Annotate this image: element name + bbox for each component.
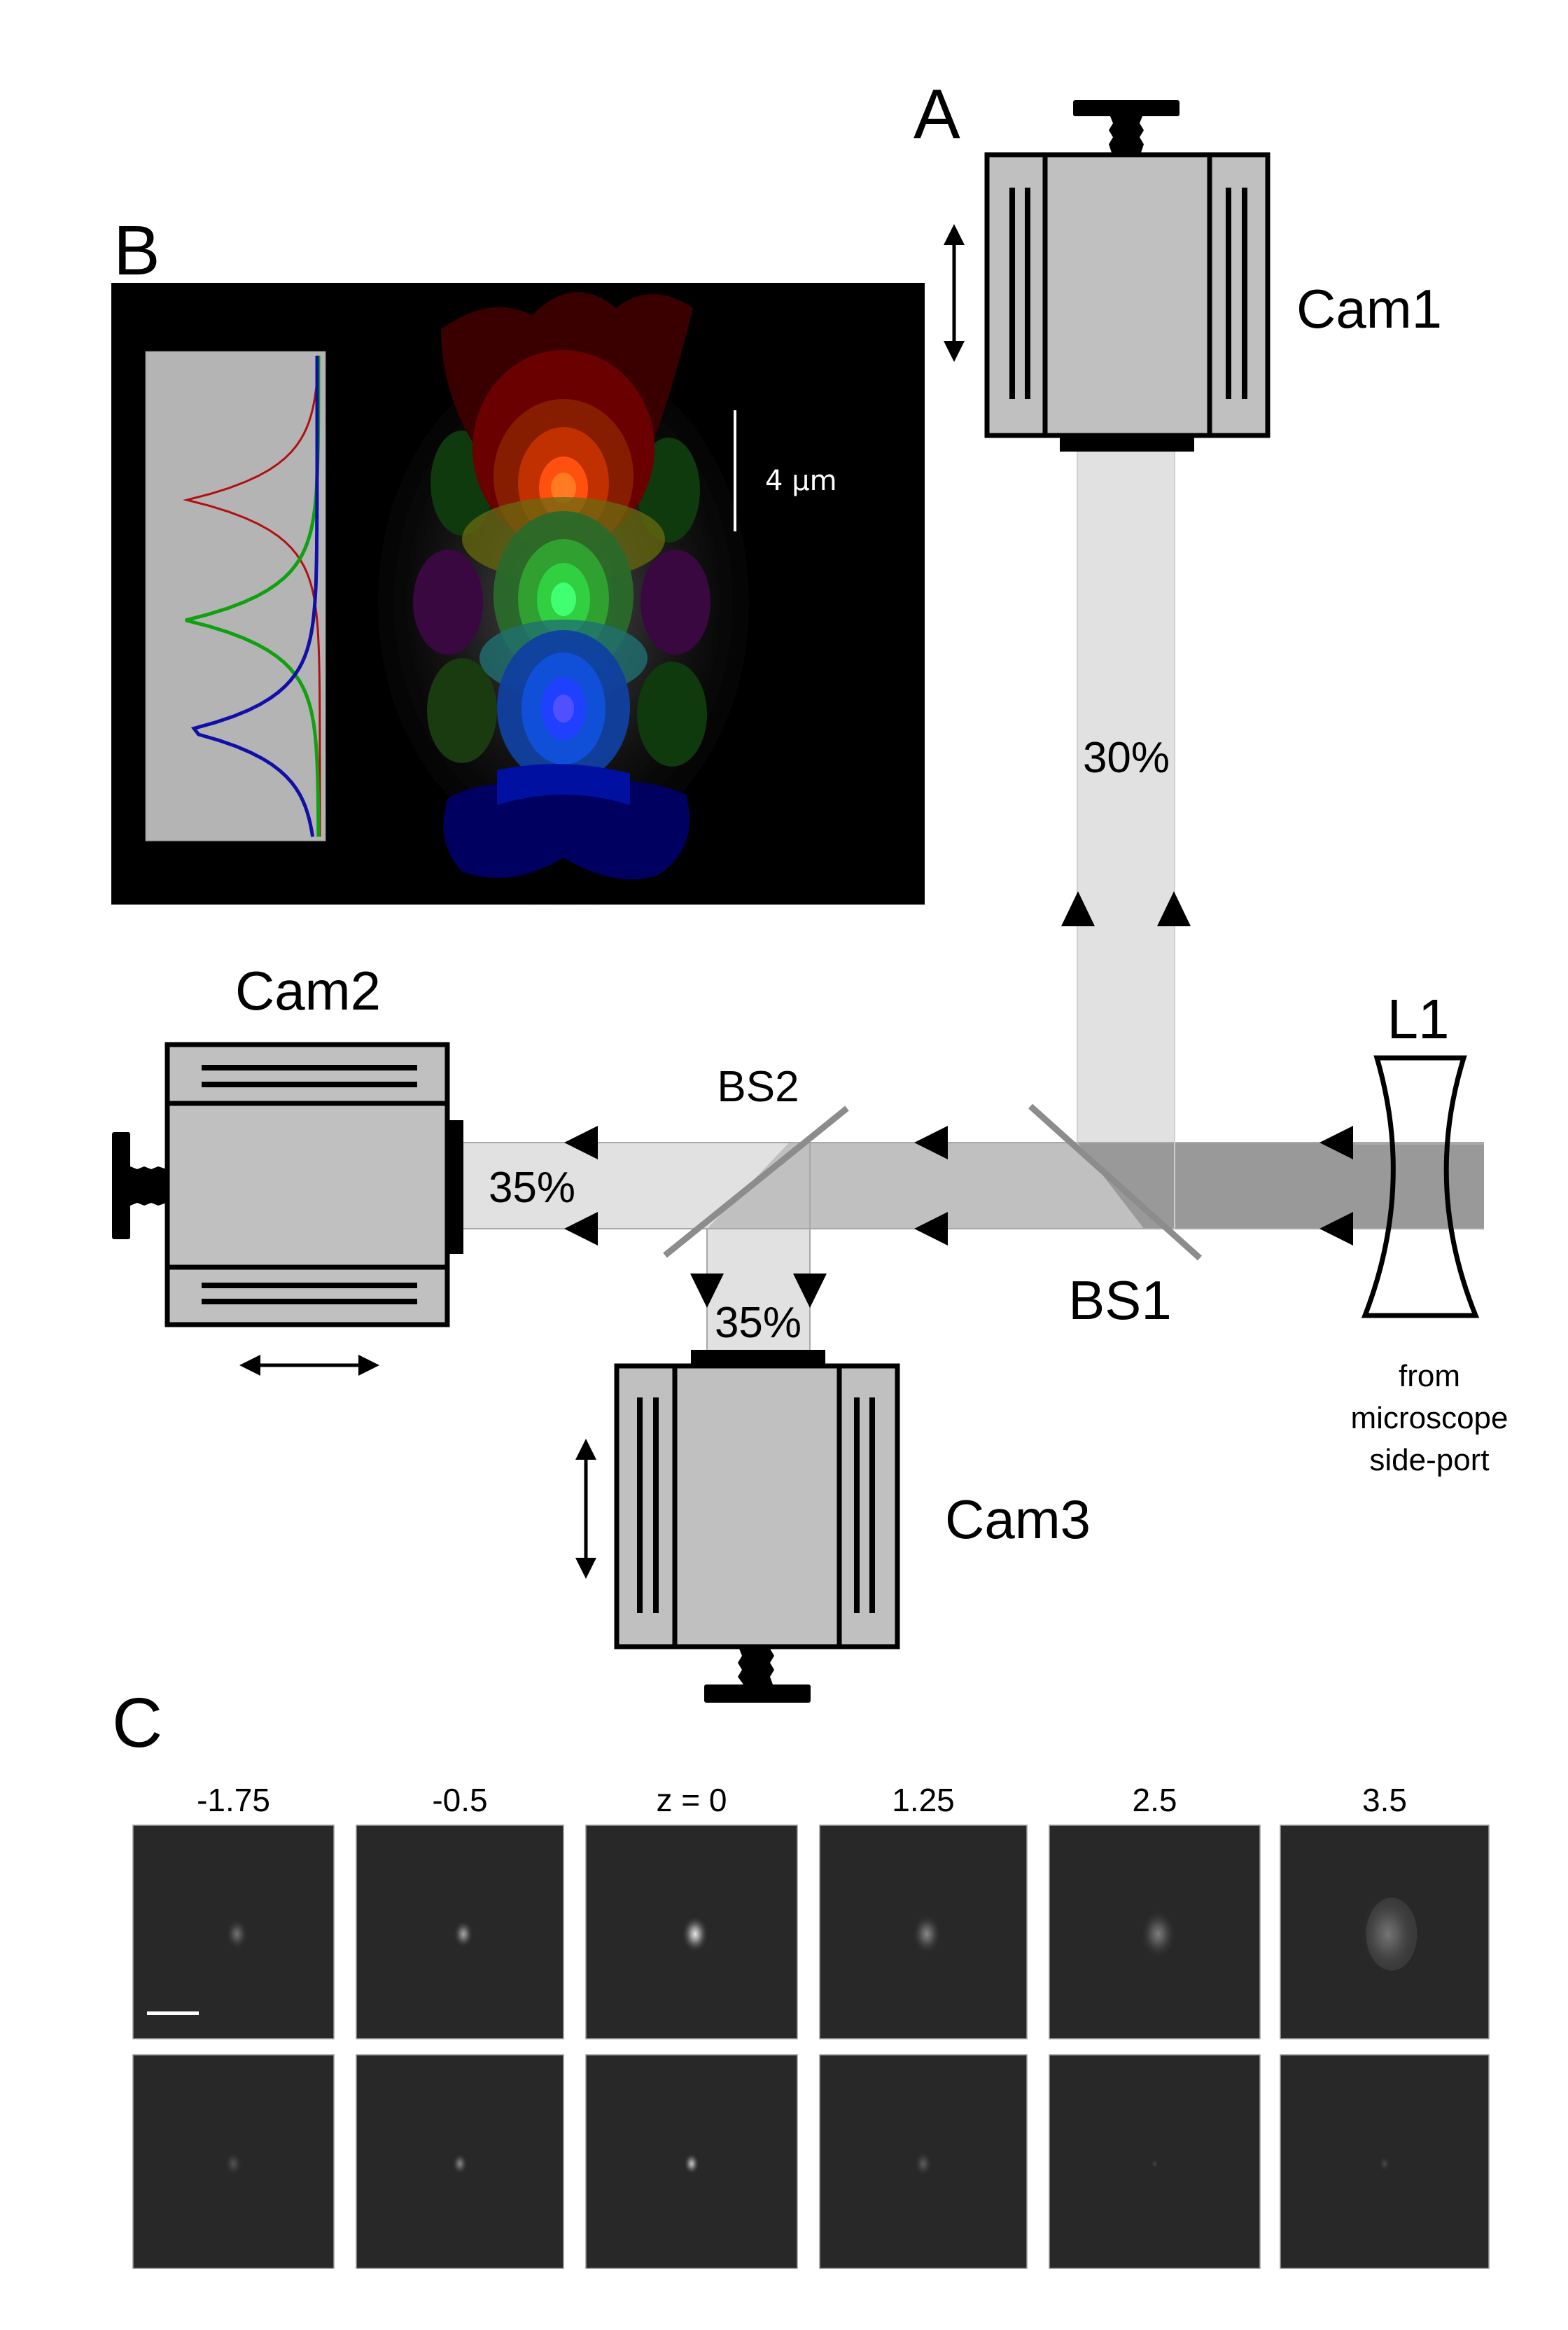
beamsplitter-bs1	[1028, 1103, 1203, 1261]
psf-spot	[224, 2151, 243, 2177]
panel-b-image: 4 µm	[111, 283, 925, 910]
camera-port	[447, 1120, 463, 1254]
beam-paths	[463, 452, 1484, 1350]
fraction-cam3: 35%	[715, 1299, 802, 1347]
panel-label-b: B	[113, 211, 160, 290]
arrow-up-icon	[1157, 891, 1191, 926]
psf-spot	[453, 1920, 474, 1948]
lobe	[427, 658, 497, 763]
psf-spot	[1359, 1894, 1418, 1974]
beam-bs2-triangle	[707, 1143, 810, 1229]
scale-bar-c	[147, 2011, 199, 2015]
arrow-left-icon	[1320, 1212, 1353, 1246]
psf-spot	[683, 2153, 700, 2175]
panel-label-a: A	[913, 75, 960, 153]
fraction-cam2: 35%	[489, 1164, 575, 1212]
cam2-label: Cam2	[235, 960, 381, 1021]
motion-arrow-cam2	[239, 1355, 379, 1376]
z-label: 2.5	[1133, 1782, 1177, 1818]
psf-spot	[1140, 1909, 1177, 1959]
motion-arrow-cam1	[944, 224, 965, 362]
z-label: z = 0	[656, 1782, 727, 1818]
arrow-left-icon	[914, 1212, 948, 1246]
lobe	[413, 550, 483, 655]
arrow-up-icon	[1061, 891, 1095, 926]
profile-trace-blue	[190, 356, 319, 837]
camera-cam3	[614, 1350, 900, 1703]
source-label-line2: microscope	[1351, 1401, 1508, 1435]
thumbscrew-thread-icon	[1109, 116, 1144, 153]
beam-input	[1174, 1143, 1484, 1229]
camera-port	[691, 1350, 825, 1366]
psf-spot	[451, 2153, 468, 2175]
panel-c-zstack: -1.75 -0.5 z = 0 1.25 2.5 3.5	[132, 1782, 1490, 2269]
cam1-label: Cam1	[1296, 278, 1442, 340]
scale-bar-label: 4 µm	[765, 465, 837, 497]
blue-focus-spot	[553, 695, 574, 723]
camera-cam1	[984, 100, 1270, 452]
beam-mid	[810, 1143, 1144, 1229]
arrow-down-icon	[793, 1274, 827, 1308]
arrow-left-icon	[914, 1126, 948, 1159]
beam-input-edge	[1354, 1143, 1484, 1145]
psf-spot	[1379, 2156, 1390, 2172]
thumbscrew-head-icon	[704, 1684, 811, 1703]
bs1-label: BS1	[1068, 1269, 1171, 1331]
beam-bs1-overlap	[1077, 1143, 1174, 1229]
lobe	[637, 662, 707, 767]
z-label: -0.5	[432, 1782, 487, 1818]
beamsplitter-bs2	[663, 1105, 849, 1258]
green-focus-spot	[551, 582, 576, 616]
fraction-cam1: 30%	[1083, 734, 1170, 782]
beam-cam2	[463, 1143, 789, 1229]
red-focus-spot	[551, 473, 576, 503]
z-label: -1.75	[197, 1782, 270, 1818]
z-label: 1.25	[892, 1782, 955, 1818]
thumbscrew-thread-icon	[738, 1649, 774, 1684]
psf-spot	[1151, 2158, 1158, 2169]
lens-l1	[1361, 1055, 1480, 1318]
source-label-line3: side-port	[1369, 1443, 1489, 1477]
motion-arrow-cam3	[575, 1439, 596, 1579]
psf-spot	[912, 1913, 941, 1955]
lobe	[640, 550, 710, 655]
profile-inset	[145, 351, 326, 842]
camera-cam2	[112, 1042, 463, 1327]
panel-label-c: C	[112, 1684, 162, 1762]
camera-port	[1060, 435, 1194, 452]
psf-spot	[225, 1918, 248, 1950]
arrow-left-icon	[564, 1212, 598, 1246]
thumbscrew-head-icon	[1073, 100, 1180, 116]
arrow-left-icon	[564, 1126, 598, 1159]
arrow-down-icon	[690, 1274, 724, 1308]
cam3-label: Cam3	[945, 1488, 1091, 1550]
bs2-label: BS2	[717, 1063, 799, 1111]
arrow-left-icon	[1320, 1126, 1353, 1159]
source-label-line1: from	[1399, 1359, 1460, 1393]
thumbscrew-head-icon	[112, 1132, 130, 1239]
psf-spot	[681, 1916, 709, 1953]
z-label: 3.5	[1362, 1782, 1407, 1818]
psf-spot	[914, 2151, 932, 2177]
beam-cam1	[1077, 452, 1175, 1143]
beam-arrows	[564, 891, 1353, 1308]
lens-label: L1	[1387, 988, 1450, 1050]
beam-cam3	[707, 1229, 810, 1350]
profile-traces	[183, 355, 321, 837]
thumbscrew-thread-icon	[130, 1166, 167, 1206]
